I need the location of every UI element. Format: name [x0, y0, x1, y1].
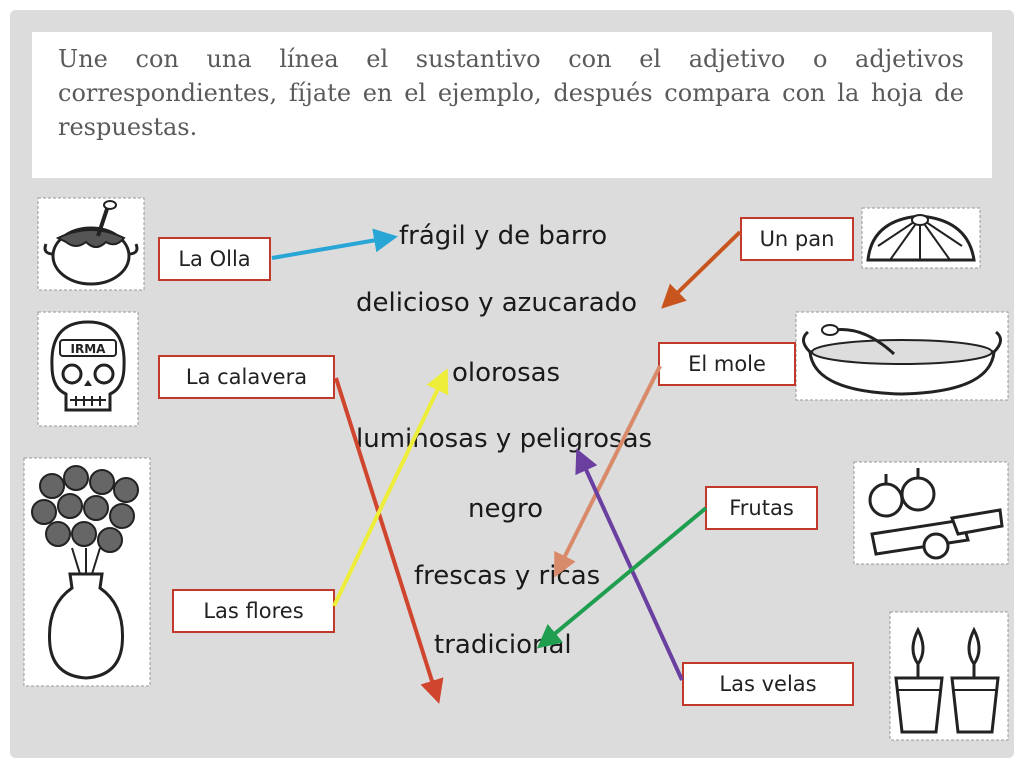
noun-box-frutas[interactable]: Frutas: [705, 486, 818, 530]
flower-vase-icon: [23, 457, 151, 687]
adjective-olorosas: olorosas: [452, 358, 561, 388]
noun-box-la-calavera[interactable]: La calavera: [158, 355, 335, 399]
candles-icon: [889, 611, 1009, 741]
adjective-delicioso: delicioso y azucarado: [356, 288, 638, 318]
svg-text:IRMA: IRMA: [71, 342, 107, 356]
noun-box-las-velas[interactable]: Las velas: [682, 662, 854, 706]
adjective-negro: negro: [468, 494, 544, 524]
instructions-text: Une con una línea el sustantivo con el a…: [32, 32, 992, 178]
adjective-fragil: frágil y de barro: [399, 221, 608, 251]
noun-box-las-flores[interactable]: Las flores: [172, 589, 335, 633]
mole-dish-icon: [795, 311, 1009, 401]
clay-pot-icon: [37, 197, 145, 291]
adjective-luminosas: luminosas y peligrosas: [356, 424, 653, 454]
noun-box-el-mole[interactable]: El mole: [658, 342, 796, 386]
sugar-skull-icon: IRMA: [37, 311, 139, 427]
fruits-icon: [853, 461, 1009, 565]
adjective-frescas: frescas y ricas: [414, 561, 601, 591]
adjective-tradicional: tradicional: [434, 630, 572, 660]
noun-box-un-pan[interactable]: Un pan: [740, 217, 854, 261]
sweet-bread-icon: [861, 207, 981, 269]
noun-box-la-olla[interactable]: La Olla: [158, 237, 271, 281]
